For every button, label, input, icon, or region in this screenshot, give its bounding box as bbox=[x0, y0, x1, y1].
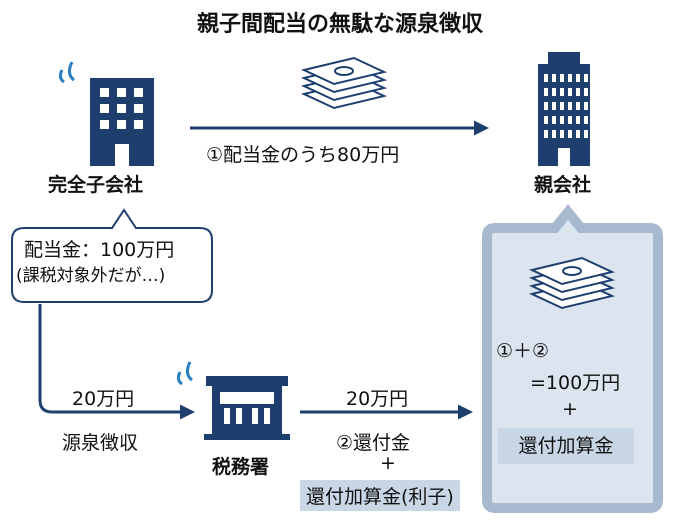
panel-plus: + bbox=[562, 398, 578, 420]
arrow-subsidiary-to-tax-office bbox=[38, 304, 195, 420]
withholding-label: 源泉徴収 bbox=[62, 432, 139, 454]
panel-total: =100万円 bbox=[530, 372, 621, 394]
tax-office-label: 税務署 bbox=[212, 456, 270, 478]
panel-interest-label: 還付加算金 bbox=[498, 428, 634, 464]
withholding-amount: 20万円 bbox=[72, 388, 135, 410]
panel-formula: ①＋② bbox=[496, 340, 550, 362]
subsidiary-label: 完全子会社 bbox=[48, 174, 144, 196]
refund-amount: 20万円 bbox=[346, 388, 409, 410]
parent-building-icon bbox=[538, 52, 590, 166]
top-flow-label: ①配当金のうち80万円 bbox=[206, 144, 400, 166]
bubble-line-1: 配当金：100万円 bbox=[24, 239, 175, 261]
tax-office-icon bbox=[176, 361, 290, 440]
money-stack-icon-panel bbox=[528, 256, 616, 310]
parent-label: 親会社 bbox=[534, 174, 592, 196]
subsidiary-building-icon bbox=[58, 61, 154, 166]
page-title: 親子間配当の無駄な源泉徴収 bbox=[196, 12, 483, 37]
refund-interest-label: 還付加算金(利子) bbox=[300, 480, 460, 511]
refund-plus: + bbox=[380, 452, 396, 474]
dividend-bubble bbox=[11, 208, 213, 303]
bubble-line-2: (課税対象外だが…) bbox=[16, 266, 166, 286]
money-stack-icon-top bbox=[300, 56, 388, 110]
refund-label: ②還付金 bbox=[336, 432, 411, 454]
